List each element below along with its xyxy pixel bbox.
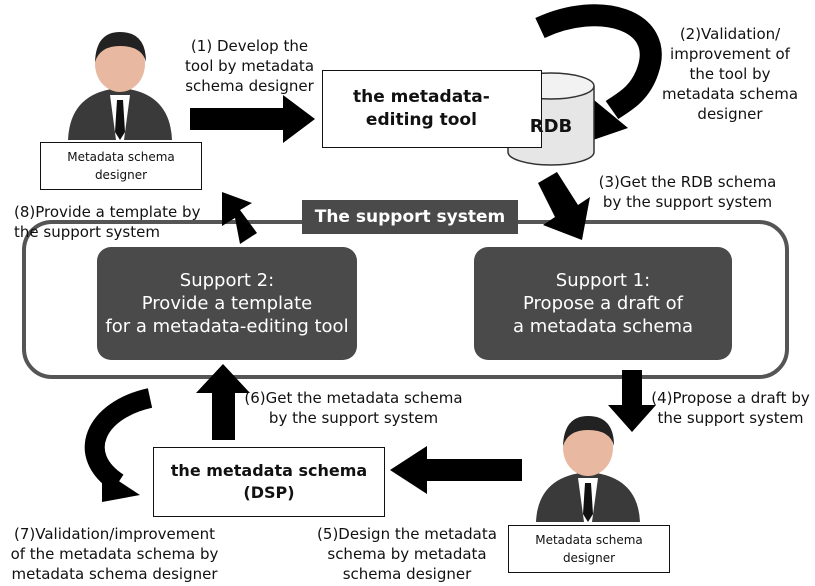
step-4-caption: (4)Propose a draft by the support system [651,389,810,427]
designer-label-bottom-text: Metadata schema designer [535,533,643,565]
designer-label-top-text: Metadata schema designer [67,150,175,182]
support-2-label: Support 2: Provide a template for a meta… [105,270,349,337]
metadata-schema-dsp-label: the metadata schema (DSP) [170,461,368,502]
support-2-box: Support 2: Provide a template for a meta… [97,247,357,360]
arrow-validate-tool [535,4,662,120]
person-icon-top [68,32,172,140]
arrow-propose-draft [608,370,656,432]
support-1-box: Support 1: Propose a draft of a metadata… [474,247,732,360]
metadata-editing-tool-label: the metadata- editing tool [353,87,490,130]
step-5-caption: (5)Design the metadata schema by metadat… [317,525,497,583]
step-7-caption: (7)Validation/improvement of the metadat… [10,525,219,583]
arrow-provide-template [222,192,257,244]
support-system-title: The support system [302,200,518,234]
arrow-get-rdb-schema [538,172,590,240]
designer-label-top: Metadata schema designer [40,142,202,190]
metadata-editing-tool-box: the metadata- editing tool [322,70,542,148]
metadata-schema-dsp-box: the metadata schema (DSP) [153,447,385,517]
step-3-caption: (3)Get the RDB schema by the support sys… [598,173,777,211]
arrow-get-metadata-schema [196,364,250,440]
step-1-caption: (1) Develop the tool by metadata schema … [184,37,315,95]
support-1-label: Support 1: Propose a draft of a metadata… [512,270,694,337]
person-icon-bottom [536,416,640,522]
arrow-design-schema [390,446,522,494]
step-8-caption: (8)Provide a template by the support sys… [14,203,201,241]
step-6-caption: (6)Get the metadata schema by the suppor… [244,389,463,427]
designer-label-bottom: Metadata schema designer [508,525,670,573]
rdb-label: RDB [529,116,573,137]
arrow-develop-tool [190,95,315,143]
step-2-caption: (2)Validation/ improvement of the tool b… [661,25,799,123]
arrow-validate-schema [84,388,153,492]
